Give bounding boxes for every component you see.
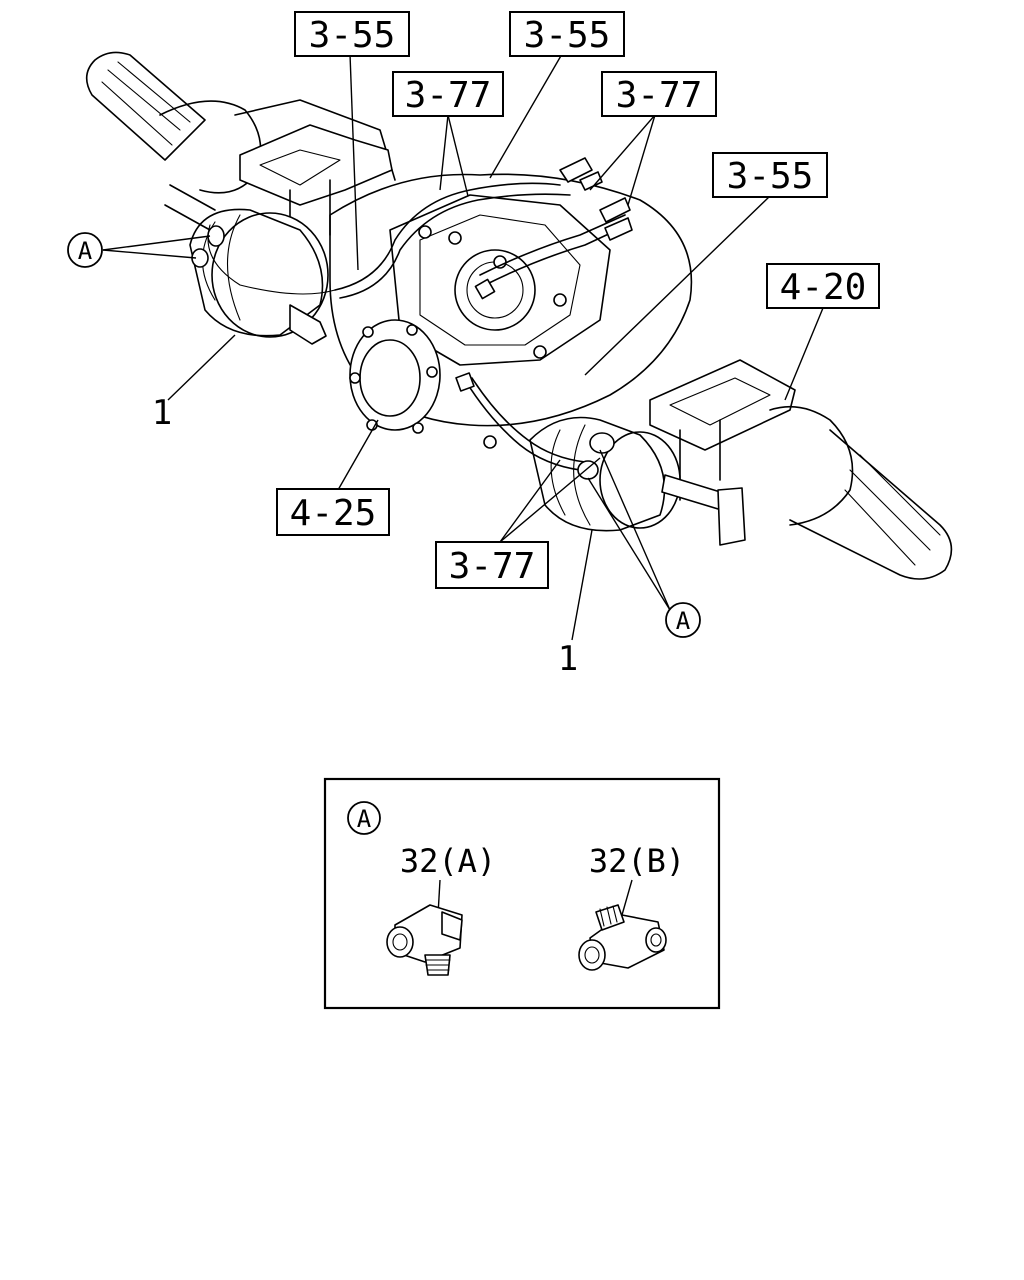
callout-label: 4-25	[290, 493, 377, 534]
detail-marker-a-left[interactable]: A	[67, 232, 103, 268]
marker-label: A	[676, 607, 691, 635]
callout-label: 3-55	[309, 15, 396, 56]
fitting-32b-icon	[578, 904, 667, 971]
rear-axle-illustration	[85, 51, 953, 580]
callout-3-55-a[interactable]: 3-55	[294, 11, 410, 57]
callout-3-55-b[interactable]: 3-55	[509, 11, 625, 57]
callout-4-25[interactable]: 4-25	[276, 488, 390, 536]
part-number-1-right[interactable]: 1	[558, 639, 578, 679]
marker-label: A	[357, 805, 372, 833]
marker-label: A	[78, 237, 93, 265]
callout-label: 3-77	[616, 75, 703, 116]
leader-lines	[102, 53, 824, 641]
callout-label: 3-77	[449, 546, 536, 587]
fitting-32a-icon	[386, 904, 463, 976]
callout-label: 3-55	[727, 156, 814, 197]
callout-label: 3-77	[405, 75, 492, 116]
callout-label: 4-20	[780, 267, 867, 308]
part-number-1-left[interactable]: 1	[152, 393, 172, 433]
detail-marker-a-right[interactable]: A	[665, 602, 701, 638]
detail-marker-a: A	[347, 801, 381, 835]
detail-a-inset: A 32(A) 32(B)	[323, 777, 721, 1010]
callout-3-55-c[interactable]: 3-55	[712, 152, 828, 198]
callout-3-77-a[interactable]: 3-77	[392, 71, 504, 117]
callout-3-77-b[interactable]: 3-77	[601, 71, 717, 117]
callout-label: 3-55	[524, 15, 611, 56]
callout-4-20[interactable]: 4-20	[766, 263, 880, 309]
callout-3-77-c[interactable]: 3-77	[435, 541, 549, 589]
part-32a-label[interactable]: 32(A)	[400, 842, 496, 880]
part-32b-label[interactable]: 32(B)	[589, 842, 685, 880]
